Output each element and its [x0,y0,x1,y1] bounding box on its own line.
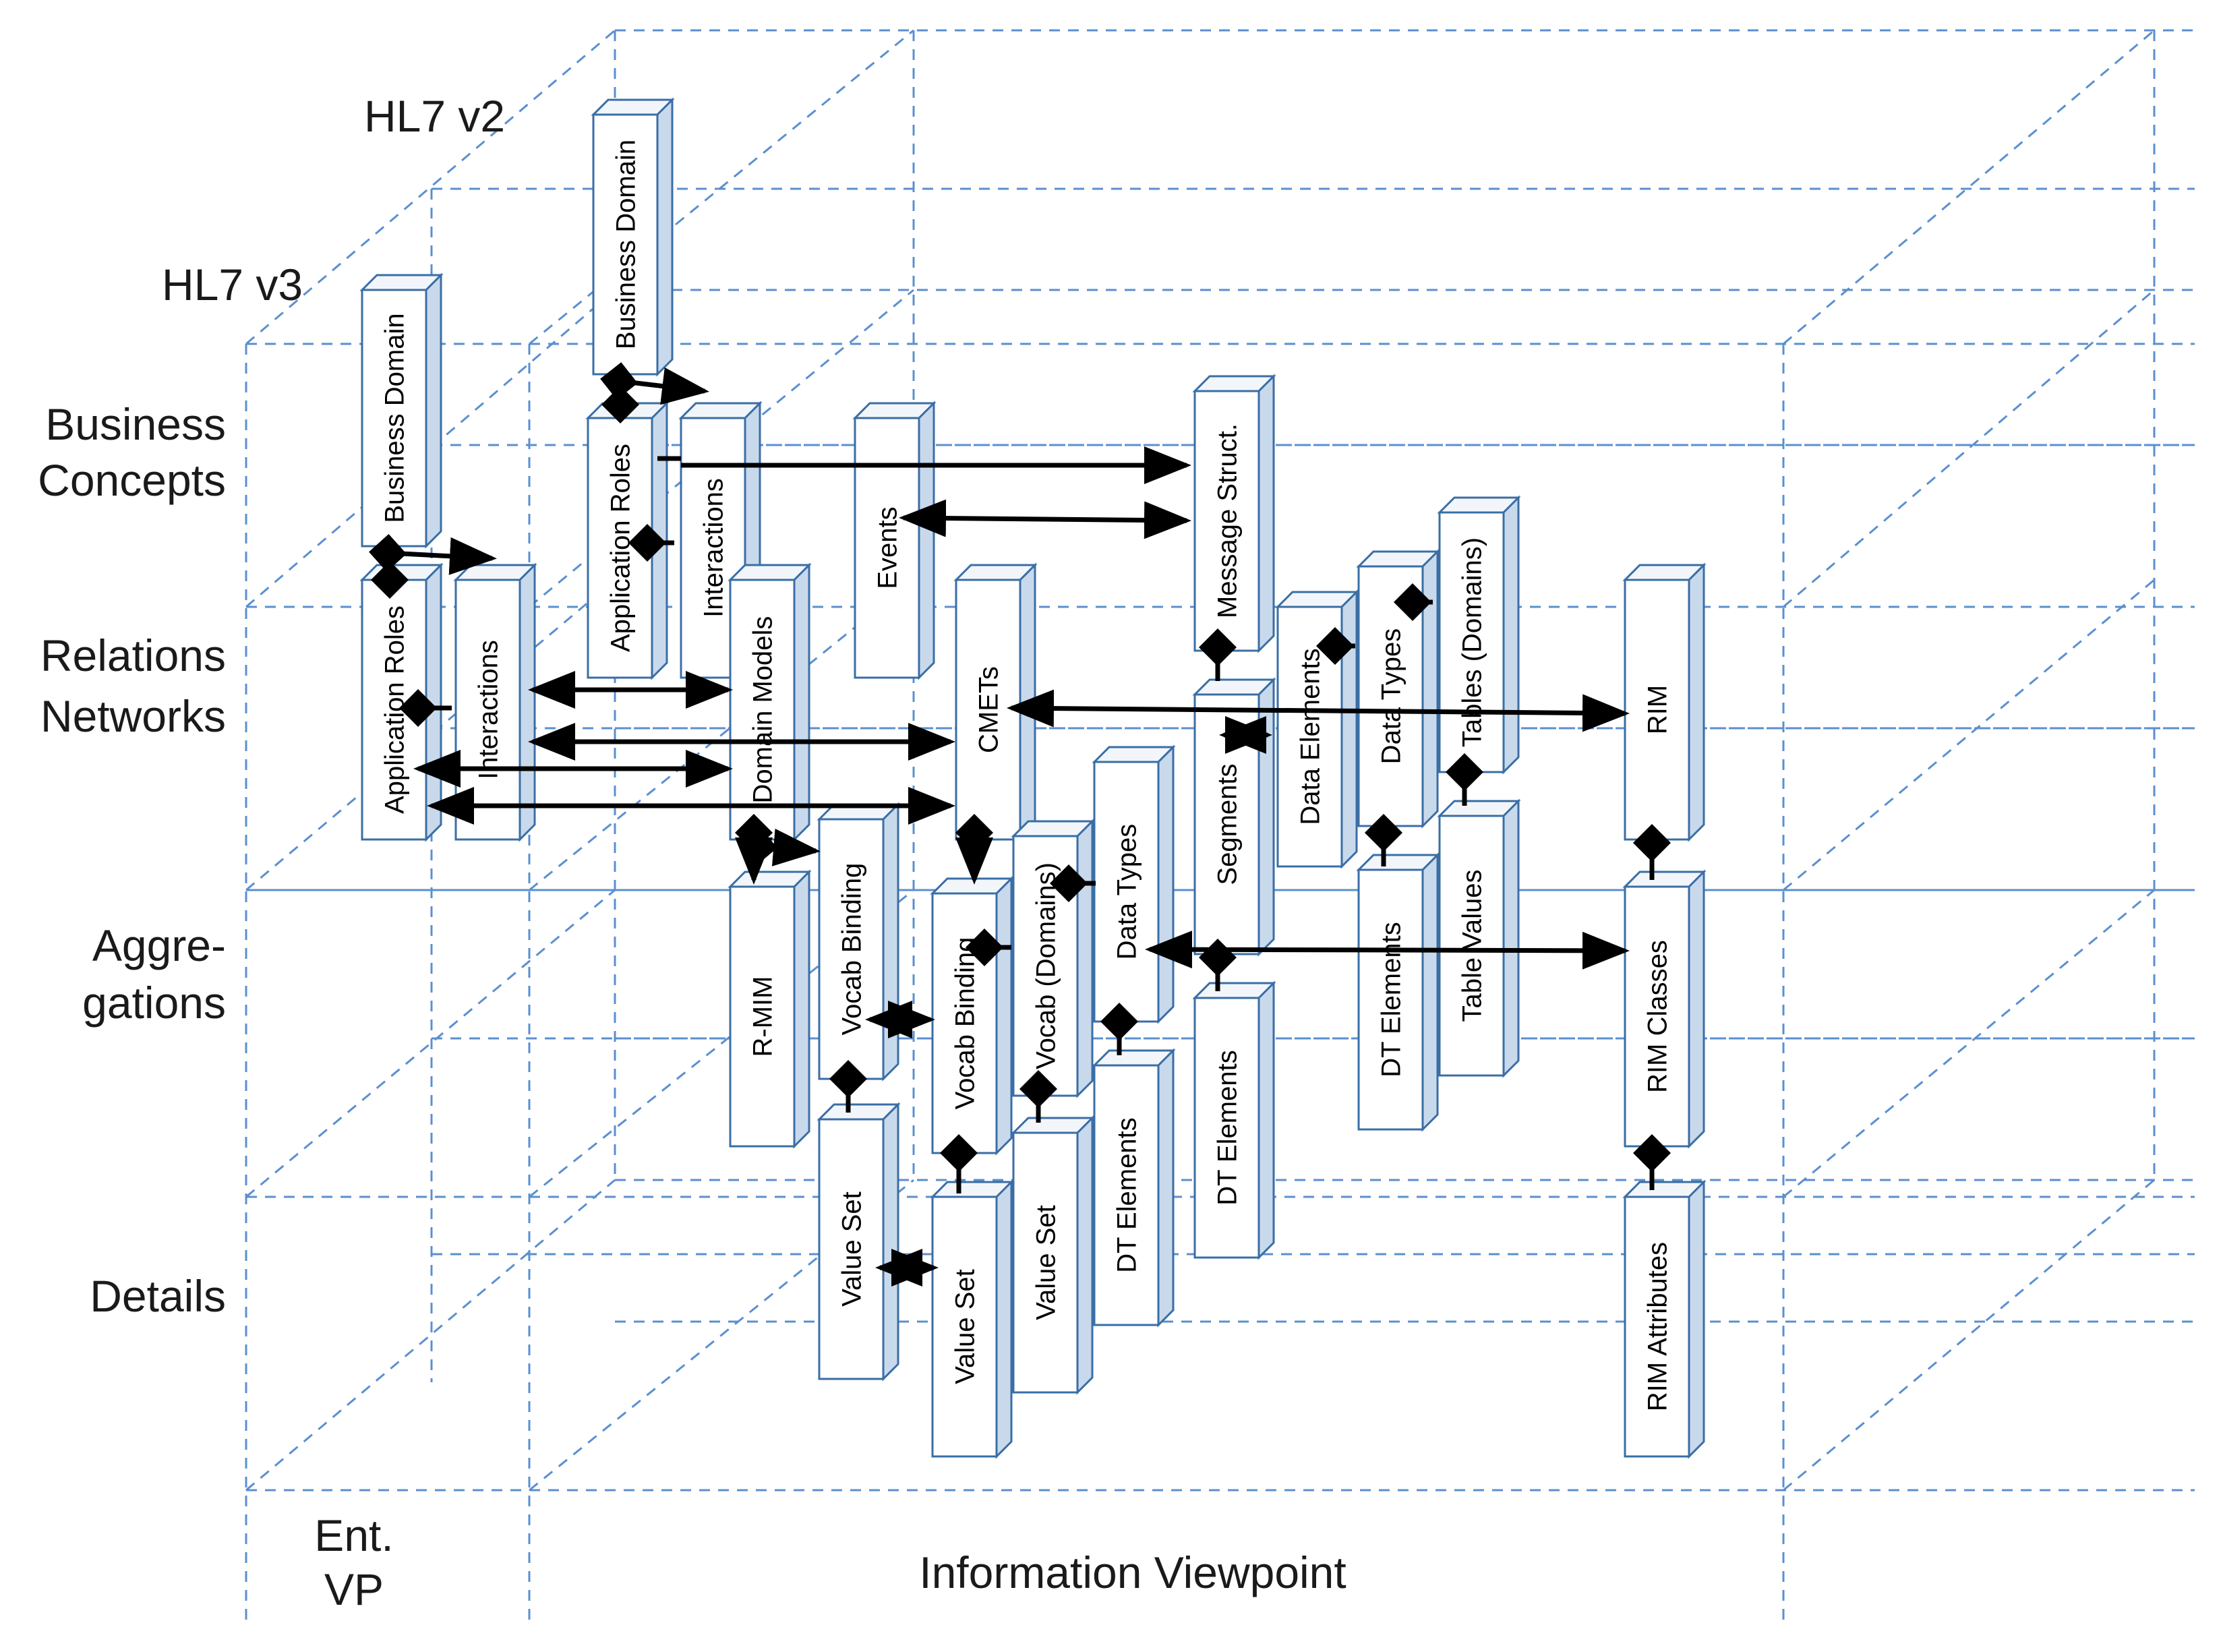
box-label: DT Elements [1213,1050,1243,1205]
box-label: CMETs [974,666,1004,753]
box-label: Data Types [1377,628,1406,765]
box-label: Application Roles [380,606,410,814]
row-label-business-2: Concepts [38,455,226,505]
box-table-values: Table Values [1437,798,1521,1078]
box-v3-application-roles: Application Roles [359,562,444,842]
box-data-types-v3: Data Types [1092,744,1176,1024]
box-label: Value Set [837,1191,867,1307]
box-segments: Segments [1192,677,1276,957]
box-label: Domain Models [748,616,778,804]
box-value-set-1: Value Set [817,1102,901,1382]
box-label: Message Struct. [1213,423,1243,618]
box-rim-classes: RIM Classes [1622,869,1707,1149]
box-label: Value Set [1032,1205,1061,1320]
box-label: RIM [1643,685,1673,734]
col-label-information: Information Viewpoint [919,1547,1346,1597]
box-r-mim: R-MIM [728,869,812,1149]
box-v3-business-domain: Business Domain [359,272,444,549]
box-label: Interactions [474,640,504,779]
col-label-ent-1: Ent. [314,1510,393,1560]
box-label: Vocab (Domains) [1032,862,1061,1069]
box-dt-elements-1: DT Elements [1356,852,1440,1132]
box-label: Table Values [1458,869,1487,1022]
axis-labels: HL7 v2 HL7 v3 Business Concepts Relation… [38,91,1346,1614]
box-value-set-3: Value Set [1011,1115,1095,1395]
box-label: Business Domain [380,313,410,523]
box-dt-elements-3: DT Elements [1192,980,1276,1260]
box-v3-interactions: Interactions [453,562,537,842]
box-rim: RIM [1622,562,1707,842]
box-vocab-binding-1: Vocab Binding [817,802,901,1082]
row-label-aggr-2: gations [82,978,226,1028]
box-label: Application Roles [606,444,636,652]
box-data-types-v2: Data Types [1356,549,1440,829]
box-label: Vocab Binding [951,937,980,1110]
box-domain-models: Domain Models [728,562,812,842]
box-cmets: CMETs [953,562,1038,842]
box-label: Events [873,506,903,589]
hl7v2-label: HL7 v2 [364,91,505,141]
box-message-struct: Message Struct. [1192,374,1276,653]
row-label-business-1: Business [45,399,226,449]
box-label: Vocab Binding [837,863,867,1036]
row-label-details: Details [90,1271,226,1321]
box-label: RIM Attributes [1643,1242,1673,1411]
row-label-aggr-1: Aggre- [92,920,226,970]
box-label: DT Elements [1377,922,1406,1077]
row-label-relations-1: Relations [40,630,226,680]
box-dt-elements-2: DT Elements [1092,1048,1176,1328]
box-label: R-MIM [748,976,778,1057]
box-rim-attributes: RIM Attributes [1622,1179,1707,1459]
col-label-ent-2: VP [324,1564,384,1614]
box-label: Tables (Domains) [1458,537,1487,747]
box-value-set-2: Value Set [930,1179,1014,1459]
box-v2-business-domain: Business Domain [591,97,675,377]
box-label: Business Domain [612,140,641,349]
hl7v3-label: HL7 v3 [162,260,303,309]
box-label: Data Types [1113,824,1142,960]
box-data-elements: Data Elements [1275,589,1359,869]
box-tables-domains: Tables (Domains) [1437,495,1521,775]
row-label-relations-2: Networks [40,691,226,741]
box-label: Interactions [699,478,729,618]
box-vocab-binding-2: Vocab Binding [930,876,1014,1156]
box-label: DT Elements [1113,1117,1142,1272]
box-label: Data Elements [1296,648,1326,825]
box-label: RIM Classes [1643,940,1673,1093]
box-vocab-domains: Vocab (Domains) [1011,819,1095,1098]
connectors [369,362,1671,1287]
box-label: Value Set [951,1269,980,1384]
box-label: Segments [1213,763,1243,885]
box-events: Events [852,401,937,680]
